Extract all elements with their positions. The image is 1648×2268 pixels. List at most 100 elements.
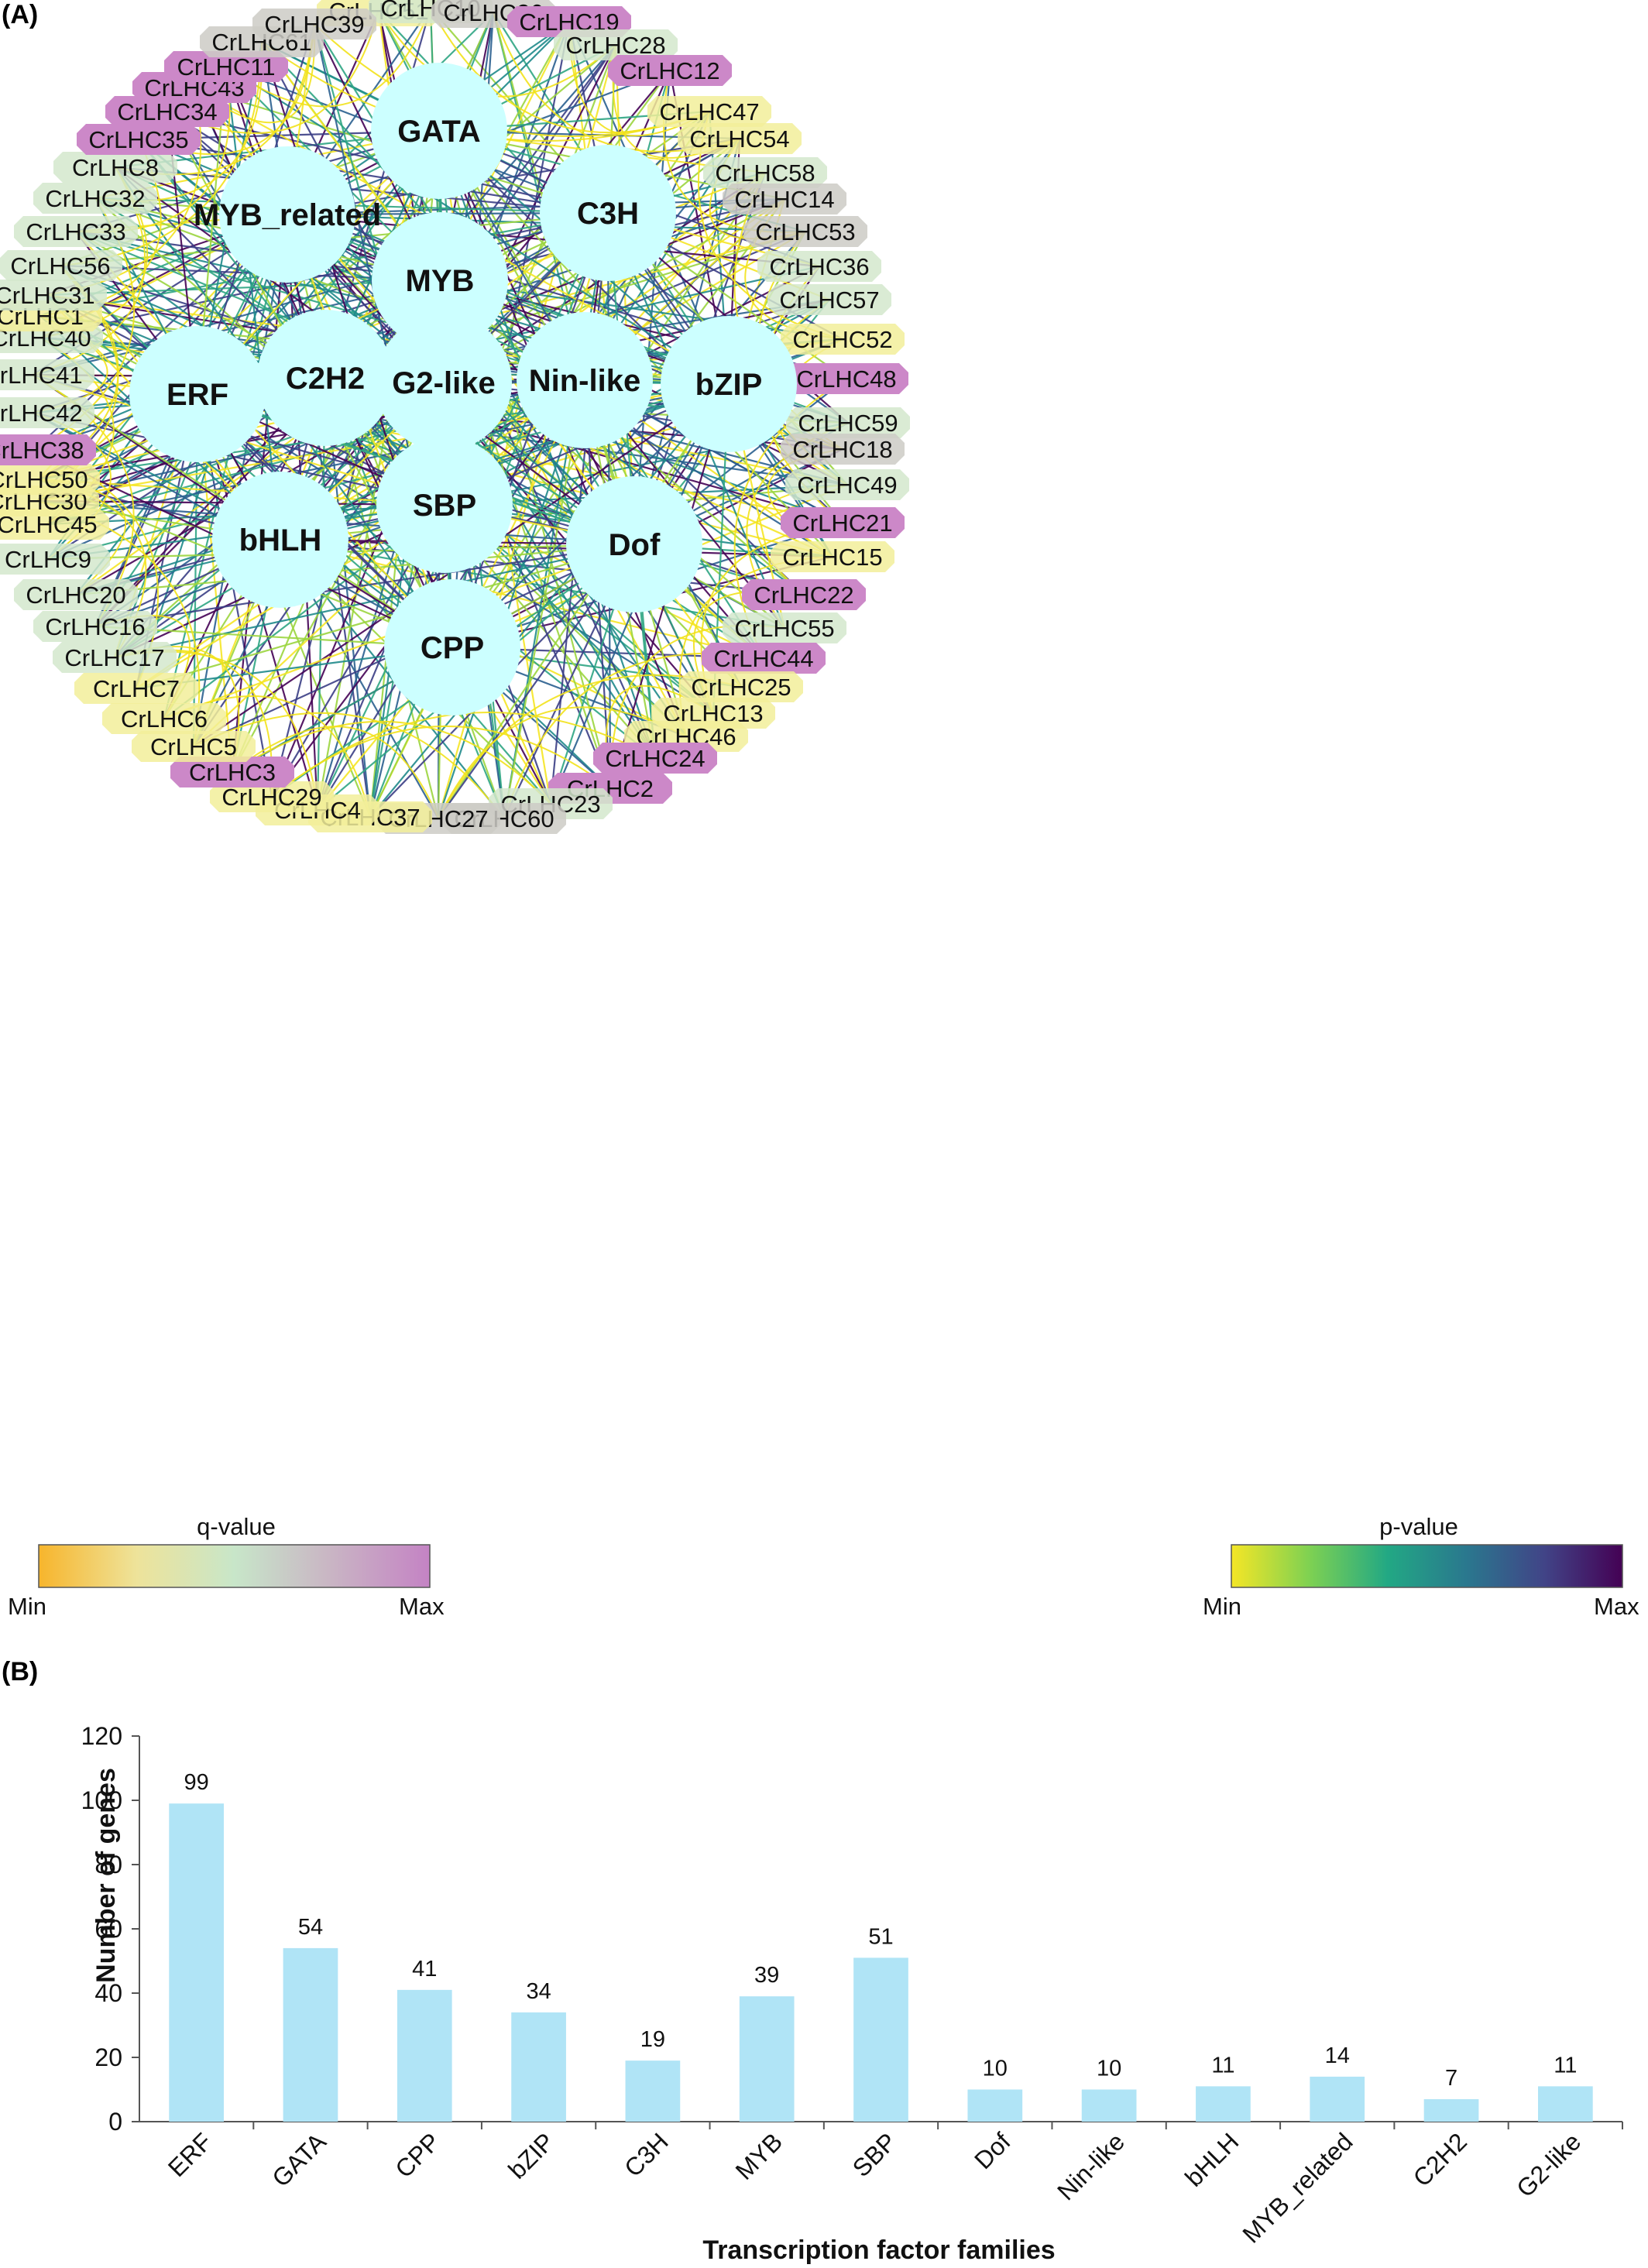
- x-category-label: GATA: [266, 2127, 331, 2192]
- network-edge: [114, 543, 635, 659]
- gene-node-shape: [608, 55, 732, 86]
- x-category-label: G2-like: [1511, 2127, 1586, 2202]
- gene-node: CrLHC41: [0, 359, 94, 390]
- bar: [1310, 2076, 1365, 2122]
- gene-node-label: CrLHC59: [798, 410, 898, 437]
- tf-node: G2-like: [376, 314, 512, 451]
- tf-node: bHLH: [212, 472, 348, 608]
- gene-node-label: CrLHC44: [713, 645, 813, 672]
- y-tick-label: 60: [94, 1915, 122, 1943]
- tf-node-label: GATA: [397, 115, 480, 149]
- gene-node-label: CrLHC54: [689, 125, 789, 153]
- network-edge: [287, 213, 730, 386]
- gene-node-label: CrLHC39: [264, 11, 364, 38]
- gene-node-label: CrLHC6: [121, 705, 208, 733]
- gene-node: CrLHC42: [0, 397, 94, 428]
- gene-node-label: CrLHC36: [769, 253, 869, 280]
- gene-node: CrLHC38: [0, 434, 96, 465]
- network-edge: [75, 543, 635, 596]
- gene-node: CrLHC44: [702, 643, 826, 674]
- tf-node: C2H2: [257, 310, 393, 446]
- gene-node-shape: [14, 579, 138, 610]
- q-legend-max: Max: [399, 1593, 445, 1620]
- bar-value-label: 10: [983, 2057, 1008, 2081]
- tf-node-label: bZIP: [695, 368, 763, 402]
- gene-node-label: CrLHC29: [221, 784, 321, 811]
- gene-node: CrLHC7: [74, 673, 198, 704]
- gene-node-shape: [723, 184, 846, 214]
- x-category-label: C3H: [619, 2127, 674, 2182]
- gene-node-label: CrLHC7: [93, 675, 180, 702]
- gene-node-shape: [703, 157, 827, 188]
- x-category-label: C2H2: [1408, 2127, 1472, 2191]
- bar: [1423, 2098, 1479, 2122]
- tf-node: Nin-like: [517, 312, 653, 448]
- tf-node-label: Nin-like: [529, 364, 640, 398]
- gene-node-shape: [785, 363, 908, 394]
- gene-node: CrLHC29: [210, 781, 334, 812]
- tf-node: C3H: [540, 145, 676, 281]
- gene-node: CrLHC22: [742, 579, 866, 610]
- gene-node: CrLHC21: [781, 507, 905, 538]
- network-edge: [756, 484, 848, 595]
- bar: [853, 1957, 908, 2122]
- x-category-label: CPP: [390, 2127, 445, 2183]
- y-tick-label: 20: [94, 2043, 122, 2071]
- network-edge: [438, 706, 687, 819]
- gene-node: CrLHC39: [252, 9, 376, 39]
- network-edge: [492, 12, 636, 545]
- panel-a-label: (A): [2, 0, 38, 29]
- gene-node-shape: [0, 250, 122, 281]
- tf-node: MYB: [372, 212, 508, 348]
- gene-node: CrLHC31: [0, 280, 107, 311]
- bar-value-label: 34: [526, 1979, 551, 2004]
- gene-node: CrLHC14: [723, 184, 846, 214]
- gene-node-label: CrLHC12: [620, 57, 719, 84]
- tf-node-label: bHLH: [239, 523, 322, 558]
- bar-value-label: 51: [868, 1924, 893, 1949]
- tf-node-circle: [376, 437, 513, 573]
- gene-node-shape: [781, 434, 905, 465]
- gene-node-shape: [0, 434, 96, 465]
- gene-node-label: CrLHC8: [72, 154, 159, 181]
- gene-node-shape: [786, 407, 910, 438]
- gene-node: CrLHC47: [647, 96, 771, 127]
- q-legend-colorbar: [38, 1544, 431, 1588]
- bar-value-label: 39: [754, 1963, 779, 1988]
- network-edge: [193, 712, 505, 819]
- gene-node: CrLHC12: [608, 55, 732, 86]
- tf-node-label: G2-like: [392, 366, 495, 400]
- p-value-legend: p-value Min Max: [1203, 1513, 1639, 1620]
- gene-node-shape: [53, 642, 177, 673]
- gene-node: CrLHC18: [781, 434, 905, 465]
- gene-node: CrLHC58: [703, 157, 827, 188]
- gene-node-shape: [102, 703, 226, 734]
- network-edge: [232, 720, 551, 805]
- gene-node-label: CrLHC56: [10, 252, 110, 280]
- bar-value-label: 10: [1097, 2057, 1121, 2081]
- bar-value-label: 54: [298, 1915, 323, 1940]
- tf-node-label: SBP: [413, 489, 476, 523]
- bar: [1081, 2089, 1137, 2122]
- gene-node-label: CrLHC28: [565, 32, 665, 59]
- gene-node-label: CrLHC21: [792, 510, 892, 537]
- y-tick-label: 80: [94, 1851, 122, 1879]
- y-axis-title: Number of genes: [91, 1768, 121, 1983]
- p-legend-min: Min: [1203, 1593, 1241, 1620]
- gene-node-shape: [0, 544, 110, 575]
- gene-node-shape: [554, 29, 678, 60]
- tf-node: CPP: [384, 579, 520, 715]
- gene-node: CrLHC48: [785, 363, 908, 394]
- q-legend-title: q-value: [197, 1513, 276, 1540]
- gene-node-label: CrLHC52: [792, 326, 892, 353]
- gene-node-label: CrLHC20: [26, 582, 125, 609]
- network-edge: [138, 138, 609, 214]
- gene-node-label: CrLHC9: [5, 546, 91, 573]
- gene-node-label: CrLHC35: [88, 126, 188, 153]
- x-category-label: MYB: [730, 2127, 788, 2184]
- tf-node-circle: [219, 146, 355, 283]
- bar: [397, 1989, 452, 2122]
